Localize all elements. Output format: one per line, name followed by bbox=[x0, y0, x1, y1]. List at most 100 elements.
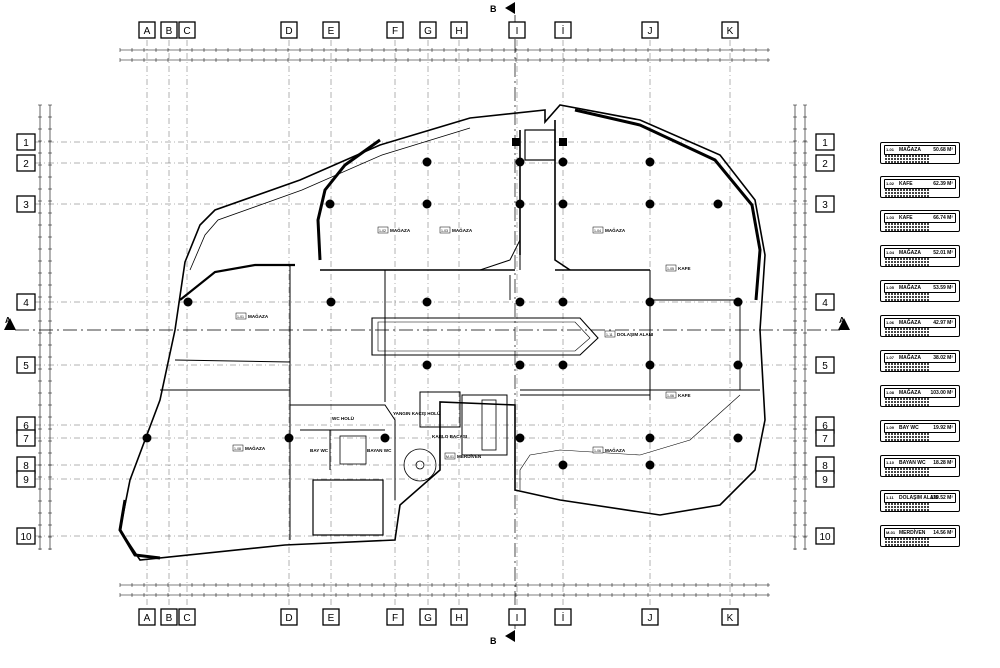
area-card-note-line bbox=[885, 538, 930, 540]
column-axis-E-bottom: E bbox=[322, 608, 340, 626]
column-axis-G-bottom: G bbox=[419, 608, 437, 626]
area-card-code: 1-02 bbox=[886, 181, 895, 186]
area-card-code: 1-01 bbox=[886, 147, 895, 152]
svg-text:1-06: 1-06 bbox=[667, 394, 674, 398]
svg-text:7: 7 bbox=[23, 434, 29, 445]
column-axis-B-top: B bbox=[160, 21, 178, 39]
area-card-code: 1-06 bbox=[886, 320, 895, 325]
column bbox=[645, 460, 655, 470]
area-card-note-line bbox=[885, 433, 930, 435]
svg-text:BAYAN WC: BAYAN WC bbox=[367, 448, 392, 453]
svg-text:B: B bbox=[166, 26, 173, 37]
column-axis-D-top: D bbox=[280, 21, 298, 39]
column-axis-E-top: E bbox=[322, 21, 340, 39]
column-axis-D-bottom: D bbox=[280, 608, 298, 626]
svg-text:MAĞAZA: MAĞAZA bbox=[452, 226, 473, 233]
row-axis-1-right: 1 bbox=[815, 133, 835, 151]
column bbox=[645, 433, 655, 443]
dimension-lines bbox=[15, 15, 840, 630]
section-a-left-label: A bbox=[5, 316, 11, 325]
svg-text:İ: İ bbox=[562, 24, 565, 37]
area-card-note-line bbox=[885, 468, 930, 470]
room-label: 1-08 MAĞAZA bbox=[232, 444, 266, 452]
area-card-name: MAĞAZA bbox=[899, 285, 921, 291]
svg-text:5: 5 bbox=[822, 361, 828, 372]
svg-text:1-04: 1-04 bbox=[594, 229, 601, 233]
column-axis-I-bottom: I bbox=[508, 608, 526, 626]
area-card-note-line bbox=[885, 366, 930, 368]
svg-text:8: 8 bbox=[822, 461, 828, 472]
column-axis-G-top: G bbox=[419, 21, 437, 39]
area-card-name: MAĞAZA bbox=[899, 390, 921, 396]
column bbox=[733, 433, 743, 443]
svg-text:1-08: 1-08 bbox=[234, 447, 241, 451]
area-card-note-line bbox=[885, 293, 930, 295]
row-axis-4-left: 4 bbox=[16, 293, 36, 311]
area-card-note-line bbox=[885, 474, 930, 476]
column bbox=[422, 157, 432, 167]
column-axis-B-bottom: B bbox=[160, 608, 178, 626]
row-axis-2-right: 2 bbox=[815, 154, 835, 172]
area-card-note-line bbox=[885, 369, 930, 371]
area-card-area: 42.97 M² bbox=[933, 320, 953, 326]
svg-text:1: 1 bbox=[23, 138, 29, 149]
area-card-note-line bbox=[885, 398, 930, 400]
room-label: BAYAN WC bbox=[367, 448, 392, 453]
area-card-area: 53.59 M² bbox=[933, 285, 953, 291]
svg-text:MAĞAZA: MAĞAZA bbox=[245, 444, 266, 451]
area-card-area: 18.28 M² bbox=[933, 460, 953, 466]
area-card-area: 52.01 M² bbox=[933, 250, 953, 256]
area-card-note-line bbox=[885, 189, 930, 191]
svg-text:6: 6 bbox=[822, 421, 828, 432]
area-card-note-line bbox=[885, 161, 930, 163]
area-card-note-line bbox=[885, 299, 930, 301]
area-card-note-line bbox=[885, 503, 930, 505]
section-b-bottom-label: B bbox=[490, 636, 497, 646]
svg-text:İ: İ bbox=[562, 611, 565, 624]
area-card-note-line bbox=[885, 192, 930, 194]
column bbox=[645, 360, 655, 370]
column bbox=[183, 297, 193, 307]
column-axis-İ-bottom: İ bbox=[554, 608, 572, 626]
area-card-note-line bbox=[885, 363, 930, 365]
area-card-area: 103.00 M² bbox=[930, 390, 953, 396]
area-card-note-line bbox=[885, 155, 930, 157]
area-card-code: 1-11 bbox=[886, 495, 894, 500]
area-card-note-line bbox=[885, 229, 930, 231]
area-card-note-line bbox=[885, 258, 930, 260]
column-axis-A-top: A bbox=[138, 21, 156, 39]
svg-text:3: 3 bbox=[822, 200, 828, 211]
svg-text:I: I bbox=[516, 613, 519, 624]
svg-text:J: J bbox=[648, 613, 653, 624]
section-marks: A A B B bbox=[4, 2, 850, 646]
area-card-note-line bbox=[885, 296, 930, 298]
column bbox=[733, 297, 743, 307]
svg-text:H: H bbox=[455, 26, 462, 37]
area-card-note-line bbox=[885, 401, 930, 403]
row-axis-5-right: 5 bbox=[815, 356, 835, 374]
column-axis-K-bottom: K bbox=[721, 608, 739, 626]
area-card-area: 38.02 M² bbox=[933, 355, 953, 361]
room-label: KABLO BACASI bbox=[432, 434, 467, 439]
svg-text:A: A bbox=[144, 26, 151, 37]
row-axis-7-left: 7 bbox=[16, 429, 36, 447]
svg-text:10: 10 bbox=[819, 532, 831, 543]
svg-text:G: G bbox=[424, 613, 432, 624]
svg-text:4: 4 bbox=[23, 298, 29, 309]
area-card-note-line bbox=[885, 328, 930, 330]
svg-text:6: 6 bbox=[23, 421, 29, 432]
